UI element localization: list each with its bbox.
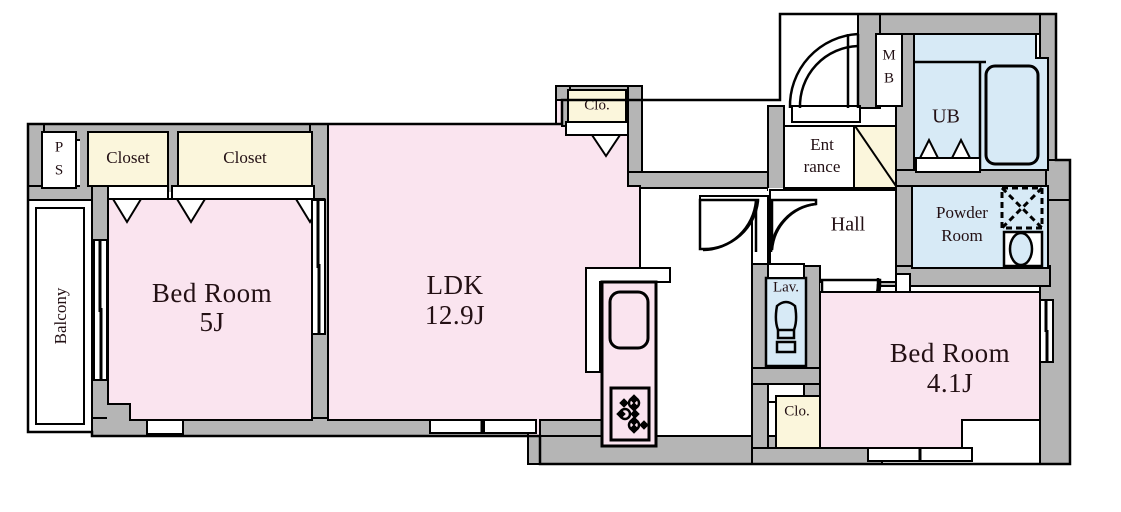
- stove-burner-icons: [616, 394, 649, 434]
- ps-label-line2: S: [55, 162, 63, 178]
- ldk-label: LDK: [427, 270, 484, 300]
- kitchen-counter: [585, 267, 671, 448]
- closet-bedroom2-label: Clo.: [784, 403, 809, 419]
- closet-right-door[interactable]: [171, 185, 315, 200]
- mb-label-line2: B: [884, 70, 894, 86]
- hall-label: Hall: [831, 214, 866, 236]
- room-entrance: Ent rance: [783, 125, 897, 189]
- entrance-label-line2: rance: [804, 157, 841, 176]
- closet-ldk-door-arrow: [590, 134, 622, 158]
- room-unit-bath: UB: [913, 33, 1049, 171]
- room-closet-ldk: Clo.: [567, 89, 627, 123]
- closet-left-door[interactable]: [107, 185, 169, 200]
- bedroom-main-label: Bed Room: [152, 278, 272, 308]
- room-bedroom-main: Bed Room 5J: [107, 198, 313, 421]
- wall-bottom-notch-a: [107, 404, 130, 424]
- powder-label-line1: Powder: [936, 203, 988, 222]
- unit-bath-door[interactable]: [915, 137, 981, 173]
- room-meter-box: M B: [875, 33, 903, 107]
- balcony-label: Balcony: [51, 287, 70, 344]
- room-closet-bedroom2: Clo.: [775, 395, 821, 449]
- closet-left-label: Closet: [106, 148, 150, 167]
- powder-label-line2: Room: [941, 226, 983, 245]
- ldk-size: 12.9J: [425, 300, 485, 330]
- bedroom-second-size: 4.1J: [927, 368, 973, 398]
- wall-ps-divider: [80, 130, 88, 190]
- room-balcony: Balcony: [27, 199, 93, 433]
- closet-right-label: Closet: [223, 148, 267, 167]
- wall-top-right: [857, 13, 1055, 35]
- wall-lav-bottom: [751, 367, 821, 385]
- lav-toilet-icon: [774, 300, 798, 354]
- closet-ldk-door[interactable]: [565, 121, 629, 136]
- closet-ldk-label: Clo.: [584, 97, 609, 113]
- balcony-sliding-door[interactable]: [93, 239, 108, 381]
- building-outline: [26, 12, 1072, 466]
- bedroom-main-window: [146, 419, 184, 435]
- bathtub: [984, 64, 1040, 166]
- bedroom-main-size: 5J: [199, 307, 224, 337]
- room-closet-right: Closet: [177, 131, 313, 187]
- ub-label: UB: [932, 106, 960, 128]
- bedroom-second-bottom-windows: [867, 447, 973, 462]
- balcony-inner-edge: [35, 207, 85, 425]
- kitchen-sink-basin: [608, 290, 650, 350]
- bedroom-second-label: Bed Room: [890, 338, 1010, 368]
- ldk-bottom-windows: [429, 419, 537, 434]
- bedroom-ldk-sliding-door[interactable]: [311, 199, 326, 335]
- entrance-label-line1: Ent: [810, 135, 834, 154]
- room-closet-left: Closet: [87, 131, 169, 187]
- bedroom-second-window: [1039, 299, 1054, 363]
- washing-machine-slot: [1000, 186, 1044, 230]
- room-powder: Powder Room: [911, 185, 1049, 269]
- hall-door-lav[interactable]: [769, 198, 818, 253]
- room-bedroom-second: Bed Room 4.1J: [819, 291, 1041, 449]
- ps-label-line1: P: [55, 139, 63, 155]
- room-ps: P S: [41, 131, 77, 189]
- lav-label: Lav.: [773, 279, 799, 295]
- powder-toilet-icon: [1008, 231, 1034, 267]
- wall-hall-top: [627, 171, 781, 189]
- wall-balcony-divider-upper: [91, 185, 109, 243]
- entrance-front-door[interactable]: [788, 32, 861, 123]
- wall-bottom-clo2: [751, 447, 883, 465]
- wall-entrance-left: [767, 105, 785, 191]
- mb-label-line1: M: [882, 47, 895, 63]
- hall-door-left[interactable]: [698, 198, 760, 252]
- lav-door[interactable]: [767, 263, 805, 279]
- room-lavatory: Lav.: [764, 276, 808, 368]
- ps-box: [41, 131, 77, 189]
